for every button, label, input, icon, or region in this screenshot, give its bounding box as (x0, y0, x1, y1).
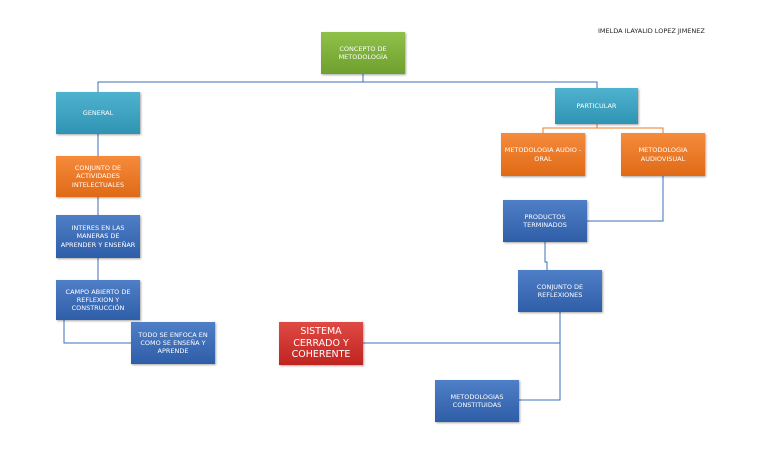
connector-concepto-general (97, 74, 364, 92)
node-todo-enfoca: TODO SE ENFOCA EN COMO SE ENSEÑA Y APREN… (131, 322, 215, 364)
node-interes-maneras: INTERES EN LAS MANERAS DE APRENDER Y ENS… (56, 215, 140, 258)
node-metodologia-audiovisual: METODOLOGIA AUDIOVISUAL (621, 133, 705, 176)
connector-particular-audio (542, 124, 598, 133)
node-general: GENERAL (56, 92, 140, 134)
node-particular: PARTICULAR (555, 88, 638, 124)
connector-conjunto-constituidas (519, 343, 561, 401)
connector-particular-audiovisual (596, 124, 664, 133)
connector-campo-todo (63, 320, 131, 344)
node-conjunto-reflexiones: CONJUNTO DE REFLEXIONES (518, 270, 602, 312)
connector-audiovisual-productos (587, 176, 664, 222)
node-metodologia-audio-oral: METODOLOGIA AUDIO - ORAL (501, 133, 585, 176)
node-metodologias-constituidas: METODOLOGIAS CONSTITUIDAS (435, 380, 519, 422)
connector-conjunto-sistema (363, 312, 561, 344)
author-name: IMELDA ILAYALID LOPEZ JIMENEZ (598, 27, 705, 35)
node-productos-terminados: PRODUCTOS TERMINADOS (503, 200, 587, 242)
node-conjunto-actividades: CONJUNTO DE ACTIVIDADES INTELECTUALES (56, 156, 140, 197)
node-concepto-metodologia: CONCEPTO DE METODOLOGÍA (321, 32, 405, 74)
node-campo-abierto: CAMPO ABIERTO DE REFLEXION Y CONSTRUCCIÓ… (56, 280, 140, 320)
node-sistema-cerrado: SISTEMA CERRADO Y COHERENTE (279, 322, 363, 365)
connector-concepto-particular (362, 74, 598, 88)
connector-productos-conjunto (544, 242, 548, 270)
